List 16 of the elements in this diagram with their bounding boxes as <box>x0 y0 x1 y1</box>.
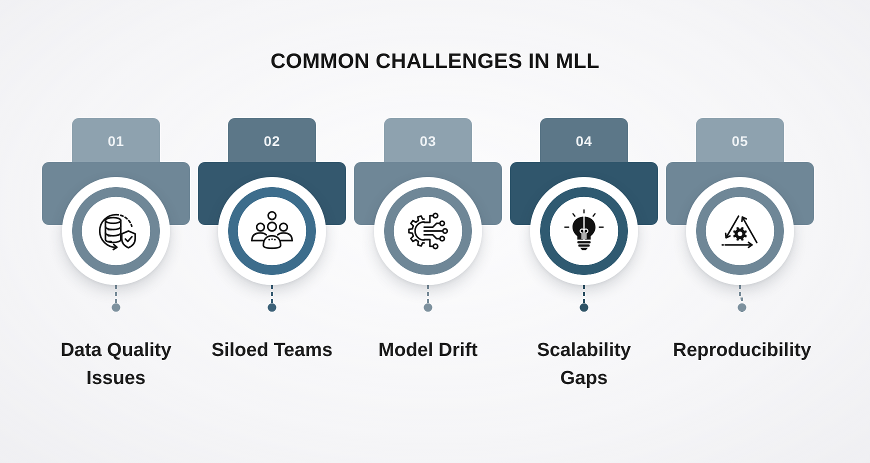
challenge-label: Reproducibility <box>672 339 812 363</box>
dashed-connector <box>268 285 276 312</box>
diagram-title: COMMON CHALLENGES IN MLL <box>270 49 600 75</box>
dashed-connector <box>580 285 588 312</box>
challenge-label: Model Drift <box>378 339 478 363</box>
dashed-connector <box>738 285 746 312</box>
step-number: 04 <box>576 133 592 149</box>
step-number: 03 <box>420 133 436 149</box>
challenge-label: Data Quality Issues <box>60 339 172 391</box>
step-number: 02 <box>264 133 280 149</box>
challenge-label: Siloed Teams <box>211 339 333 363</box>
step-number: 05 <box>732 133 748 149</box>
dashed-connector <box>112 285 120 312</box>
dashed-connector <box>424 285 432 312</box>
step-number: 01 <box>108 133 124 149</box>
challenge-label: Scalability Gaps <box>536 339 632 391</box>
